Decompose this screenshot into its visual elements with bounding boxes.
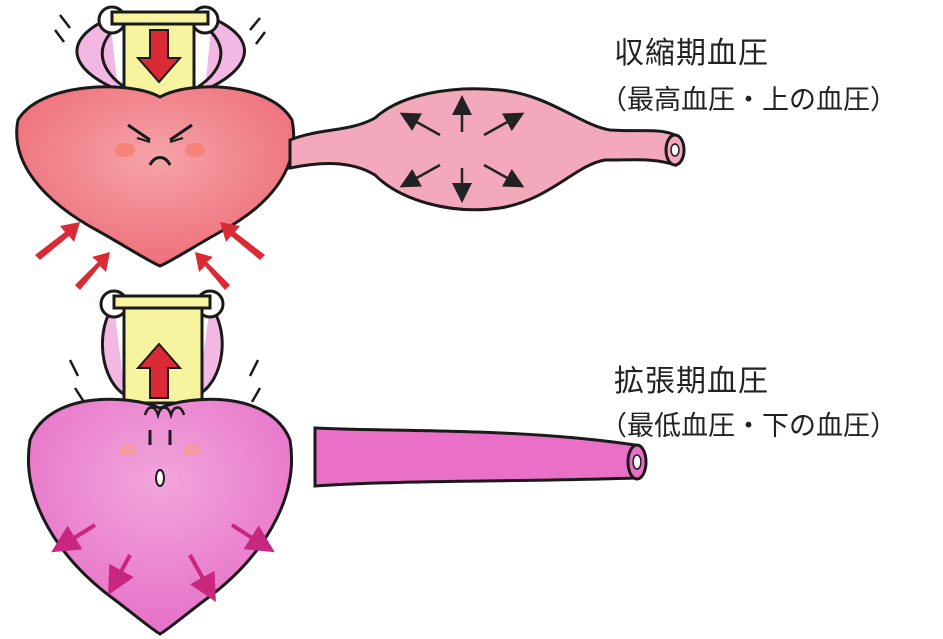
diastolic-subtitle: （最低血圧・下の血圧） <box>600 404 897 443</box>
systolic-illustration <box>17 7 684 290</box>
plunger-handle <box>114 296 210 308</box>
relaxed-heart <box>28 399 291 634</box>
plunger-handle <box>112 12 208 24</box>
diastolic-title: 拡張期血圧 <box>614 356 769 400</box>
diastolic-illustration <box>28 291 646 634</box>
narrow-artery <box>315 428 635 486</box>
systolic-title: 収縮期血圧 <box>614 28 769 72</box>
systolic-subtitle: （最高血圧・上の血圧） <box>600 78 897 117</box>
